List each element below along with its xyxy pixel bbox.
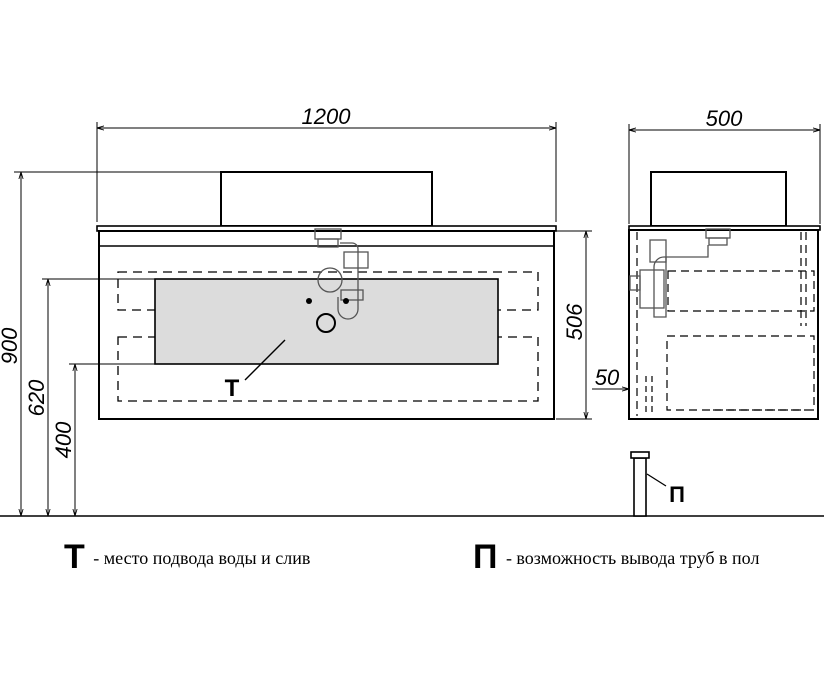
legend-p: П - возможность вывода труб в пол (473, 538, 759, 577)
drain-hole-small-right (343, 298, 349, 304)
drain-hole-large (316, 313, 336, 333)
front-basin (220, 171, 433, 227)
t-marker: Т (225, 375, 240, 402)
legend-t-symbol: Т (64, 538, 85, 576)
side-basin (650, 171, 787, 227)
side-cabinet (628, 229, 819, 420)
dim-depth-label: 500 (706, 106, 743, 131)
p-leader-line (646, 473, 667, 487)
legend-t: Т - место подвода воды и слив (64, 538, 310, 577)
legend-p-text: - возможность вывода труб в пол (505, 548, 760, 568)
front-view: Т 1200 900 620 400 506 (0, 104, 592, 516)
legend-p-symbol: П (473, 538, 498, 576)
side-hidden-lines (636, 232, 815, 416)
drain-hole-small-left (306, 298, 312, 304)
dim-620-label: 620 (24, 379, 49, 416)
dim-900-label: 900 (0, 327, 22, 364)
side-view: 50 500 П (592, 106, 821, 517)
side-pipes (629, 228, 731, 318)
floor-pipe (633, 457, 647, 517)
legend-t-text: - место подвода воды и слив (93, 548, 311, 568)
connection-zone (154, 278, 499, 365)
dim-50-label: 50 (595, 365, 620, 390)
dim-width-label: 1200 (302, 104, 352, 129)
p-marker: П (669, 482, 685, 507)
dim-400-label: 400 (51, 421, 76, 458)
t-leader-line (244, 339, 286, 381)
dim-506-label: 506 (562, 303, 587, 340)
front-siphon (314, 228, 369, 320)
